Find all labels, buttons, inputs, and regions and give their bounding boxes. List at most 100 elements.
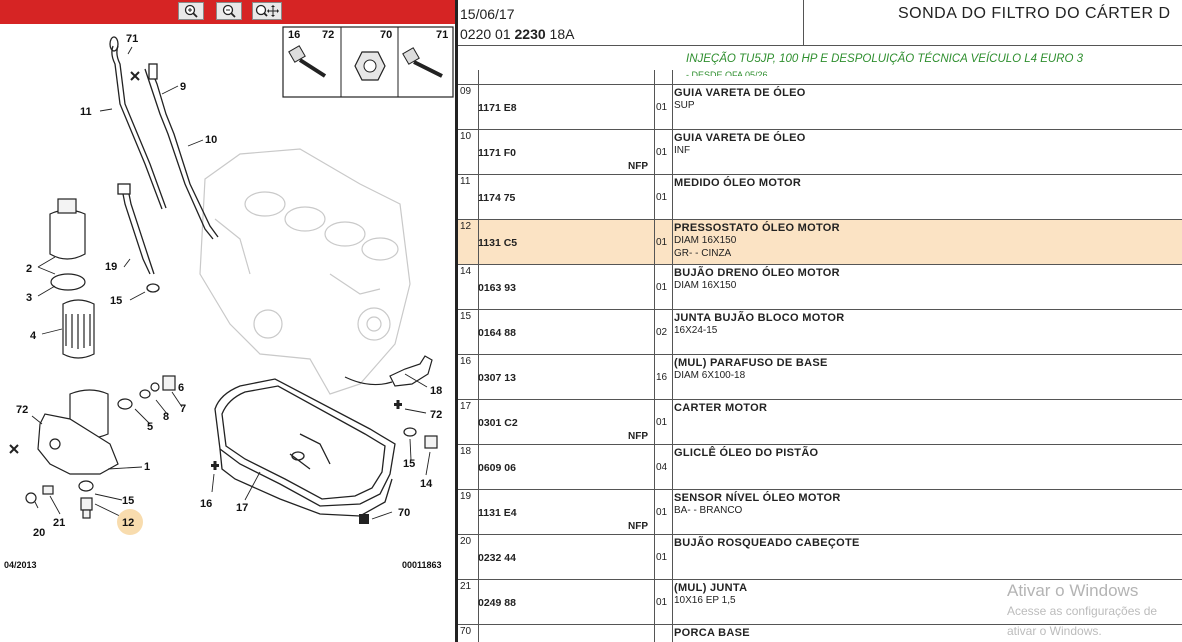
column-divider [672, 445, 673, 490]
column-divider [672, 310, 673, 355]
header-rule [458, 45, 1182, 46]
diagram-reference: 00011863 [402, 560, 442, 570]
item-number: 16 [460, 356, 472, 367]
callout-72-a[interactable]: 72 [16, 404, 28, 416]
callout-15-a[interactable]: 15 [110, 295, 122, 307]
col-line-stub [672, 70, 673, 84]
column-divider [654, 535, 655, 580]
callout-11[interactable]: 11 [80, 106, 92, 118]
item-number: 17 [460, 401, 472, 412]
part-reference: 0232 44 [478, 552, 516, 564]
part-detail: 16X24-15 [674, 325, 718, 336]
part-reference: 0249 88 [478, 597, 516, 609]
callout-5[interactable]: 5 [147, 421, 153, 433]
part-detail: DIAM 6X100-18 [674, 370, 746, 381]
column-divider [478, 580, 479, 625]
inset-label-70: 70 [380, 29, 392, 41]
column-divider [478, 130, 479, 175]
callout-9[interactable]: 9 [180, 81, 186, 93]
parts-list-pane: 15/06/17 0220 01 2230 18A SONDA DO FILTR… [458, 0, 1182, 642]
column-divider [654, 85, 655, 130]
callout-8[interactable]: 8 [163, 411, 169, 423]
callout-16[interactable]: 16 [200, 498, 212, 510]
oil-filter-drawing [25, 198, 176, 519]
zoom-out-button[interactable] [216, 2, 242, 20]
oil-pan-drawing [214, 378, 396, 517]
nfp-flag: NFP [628, 521, 648, 532]
callout-2[interactable]: 2 [26, 263, 32, 275]
callout-14[interactable]: 14 [420, 478, 433, 490]
bolt-16-icon [288, 45, 327, 78]
item-number: 20 [460, 536, 472, 547]
callout-7[interactable]: 7 [180, 403, 186, 415]
callout-6[interactable]: 6 [178, 382, 184, 394]
callout-19[interactable]: 19 [105, 261, 117, 273]
callout-15-b[interactable]: 15 [122, 495, 134, 507]
part-reference: 0301 C2 [478, 417, 518, 429]
column-divider [672, 580, 673, 625]
inset-label-71: 71 [436, 29, 448, 41]
column-divider [478, 355, 479, 400]
item-number: 19 [460, 491, 472, 502]
pane-divider[interactable] [455, 0, 458, 642]
part-description: CARTER MOTOR [674, 402, 768, 414]
callout-15-c[interactable]: 15 [403, 458, 415, 470]
column-divider [672, 355, 673, 400]
callout-1[interactable]: 1 [144, 461, 150, 473]
zoom-pan-button[interactable] [252, 2, 282, 20]
column-divider [672, 400, 673, 445]
quantity: 16 [656, 372, 668, 383]
item-number: 14 [460, 266, 472, 277]
column-divider [478, 445, 479, 490]
column-divider [654, 355, 655, 400]
column-divider [654, 580, 655, 625]
engine-block-drawing [199, 148, 411, 395]
part-reference: 0163 93 [478, 282, 516, 294]
callout-70[interactable]: 70 [398, 507, 410, 519]
quantity: 01 [656, 102, 668, 113]
part-reference: 1131 C5 [478, 237, 518, 249]
quantity: 02 [656, 327, 668, 338]
column-divider [654, 400, 655, 445]
callout-4[interactable]: 4 [30, 330, 37, 342]
callout-10[interactable]: 10 [205, 134, 217, 146]
callout-71[interactable]: 71 [126, 33, 138, 45]
callout-20[interactable]: 20 [33, 527, 45, 539]
part-description: PORCA BASE [674, 627, 750, 639]
column-divider [478, 535, 479, 580]
column-divider [478, 175, 479, 220]
fastener-inset: 16 72 70 71 [282, 26, 454, 98]
piston-jet-drawing [344, 355, 438, 449]
part-description: GLICLÊ ÓLEO DO PISTÃO [674, 447, 819, 459]
nfp-flag: NFP [628, 161, 648, 172]
callout-21[interactable]: 21 [53, 517, 65, 529]
part-description: BUJÃO ROSQUEADO CABEÇOTE [674, 537, 860, 549]
column-divider [654, 220, 655, 265]
callout-18[interactable]: 18 [430, 385, 442, 397]
column-divider [654, 490, 655, 535]
column-divider [654, 175, 655, 220]
callout-17[interactable]: 17 [236, 502, 248, 514]
quantity: 01 [656, 417, 668, 428]
callout-72-b[interactable]: 72 [430, 409, 442, 421]
column-divider [654, 130, 655, 175]
callout-12[interactable]: 12 [122, 517, 134, 529]
part-reference: 1171 F0 [478, 147, 516, 159]
part-description: GUIA VARETA DE ÓLEO [674, 87, 806, 99]
callout-3[interactable]: 3 [26, 292, 32, 304]
column-divider [672, 175, 673, 220]
zoom-in-button[interactable] [178, 2, 204, 20]
